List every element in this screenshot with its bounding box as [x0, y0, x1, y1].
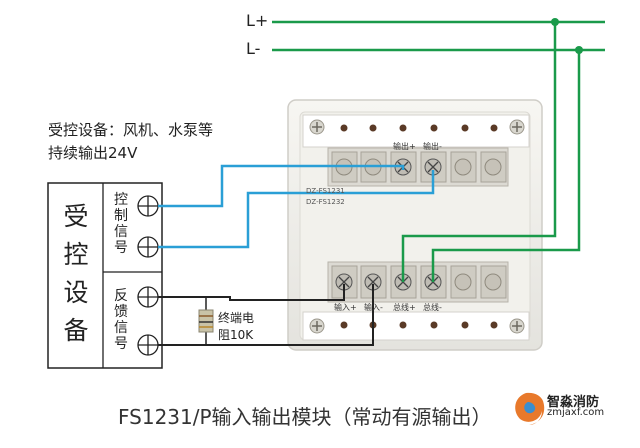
resistor-label: 终端电 阻10K: [218, 310, 254, 344]
logo-name: 智淼消防: [547, 395, 600, 410]
feedback-terminal-1: [137, 286, 159, 308]
controlled-note-line1: 受控设备：风机、水泵等: [48, 121, 214, 139]
feedback-signal-char: 信: [114, 320, 128, 336]
output-wires: [158, 164, 435, 249]
device-title-char: 控: [63, 240, 89, 269]
terminal-bus-minus-label: 总线-: [423, 303, 442, 312]
terminal-resistor-body: [198, 309, 214, 333]
terminal-output-plus-label: 输出+: [393, 142, 416, 151]
feedback-signal-char: 馈: [114, 304, 128, 320]
logo-icon: [515, 392, 545, 425]
device-title-char: 设: [63, 278, 89, 307]
terminal-input-minus-label: 输入-: [364, 303, 383, 312]
device-title: 受 控 设 备: [56, 198, 96, 350]
control-terminal-2: [137, 236, 159, 258]
control-signal-char: 控: [114, 192, 128, 208]
terminal-bus-plus-label: 总线+: [393, 303, 416, 312]
control-signal-char: 号: [114, 240, 128, 256]
resistor-label-line1: 终端电: [218, 311, 255, 325]
bus-positive-drop: [401, 22, 557, 282]
device-title-char: 受: [63, 202, 89, 231]
bus-negative-drop: [431, 50, 581, 282]
terminal-input-plus-label: 输入+: [334, 303, 357, 312]
feedback-signal-label: 反 馈 信 号: [112, 288, 130, 352]
control-signal-label: 控 制 信 号: [112, 192, 130, 256]
top-terminal-block: [302, 114, 530, 187]
control-signal-char: 信: [114, 224, 128, 240]
input-wire-2: [158, 284, 374, 346]
bus-positive-label: L+: [246, 11, 269, 30]
diagram-caption: FS1231/P输入输出模块（常动有源输出）: [118, 405, 492, 429]
logo-site: zmjaxf.com: [547, 407, 605, 418]
module-model-2: DZ-FS1232: [306, 198, 345, 206]
feedback-signal-char: 号: [114, 336, 128, 352]
terminal-output-minus-label: 输出-: [423, 142, 442, 151]
output-wire-2: [158, 170, 435, 249]
control-terminal-1: [137, 195, 159, 217]
controlled-note-line2: 持续输出24V: [48, 144, 138, 162]
module-model-1: DZ-FS1231: [306, 187, 345, 195]
bottom-terminal-block: [302, 261, 530, 341]
control-signal-char: 制: [114, 208, 128, 224]
input-wires: [158, 284, 374, 346]
resistor-label-line2: 阻10K: [218, 328, 254, 342]
feedback-terminal-2: [137, 334, 159, 356]
bus-lines: [272, 18, 605, 282]
feedback-signal-char: 反: [114, 288, 128, 304]
bus-negative-label: L-: [246, 39, 261, 58]
output-wire-1: [158, 164, 405, 208]
device-title-char: 备: [63, 316, 89, 345]
controlled-device-box: [47, 182, 163, 369]
